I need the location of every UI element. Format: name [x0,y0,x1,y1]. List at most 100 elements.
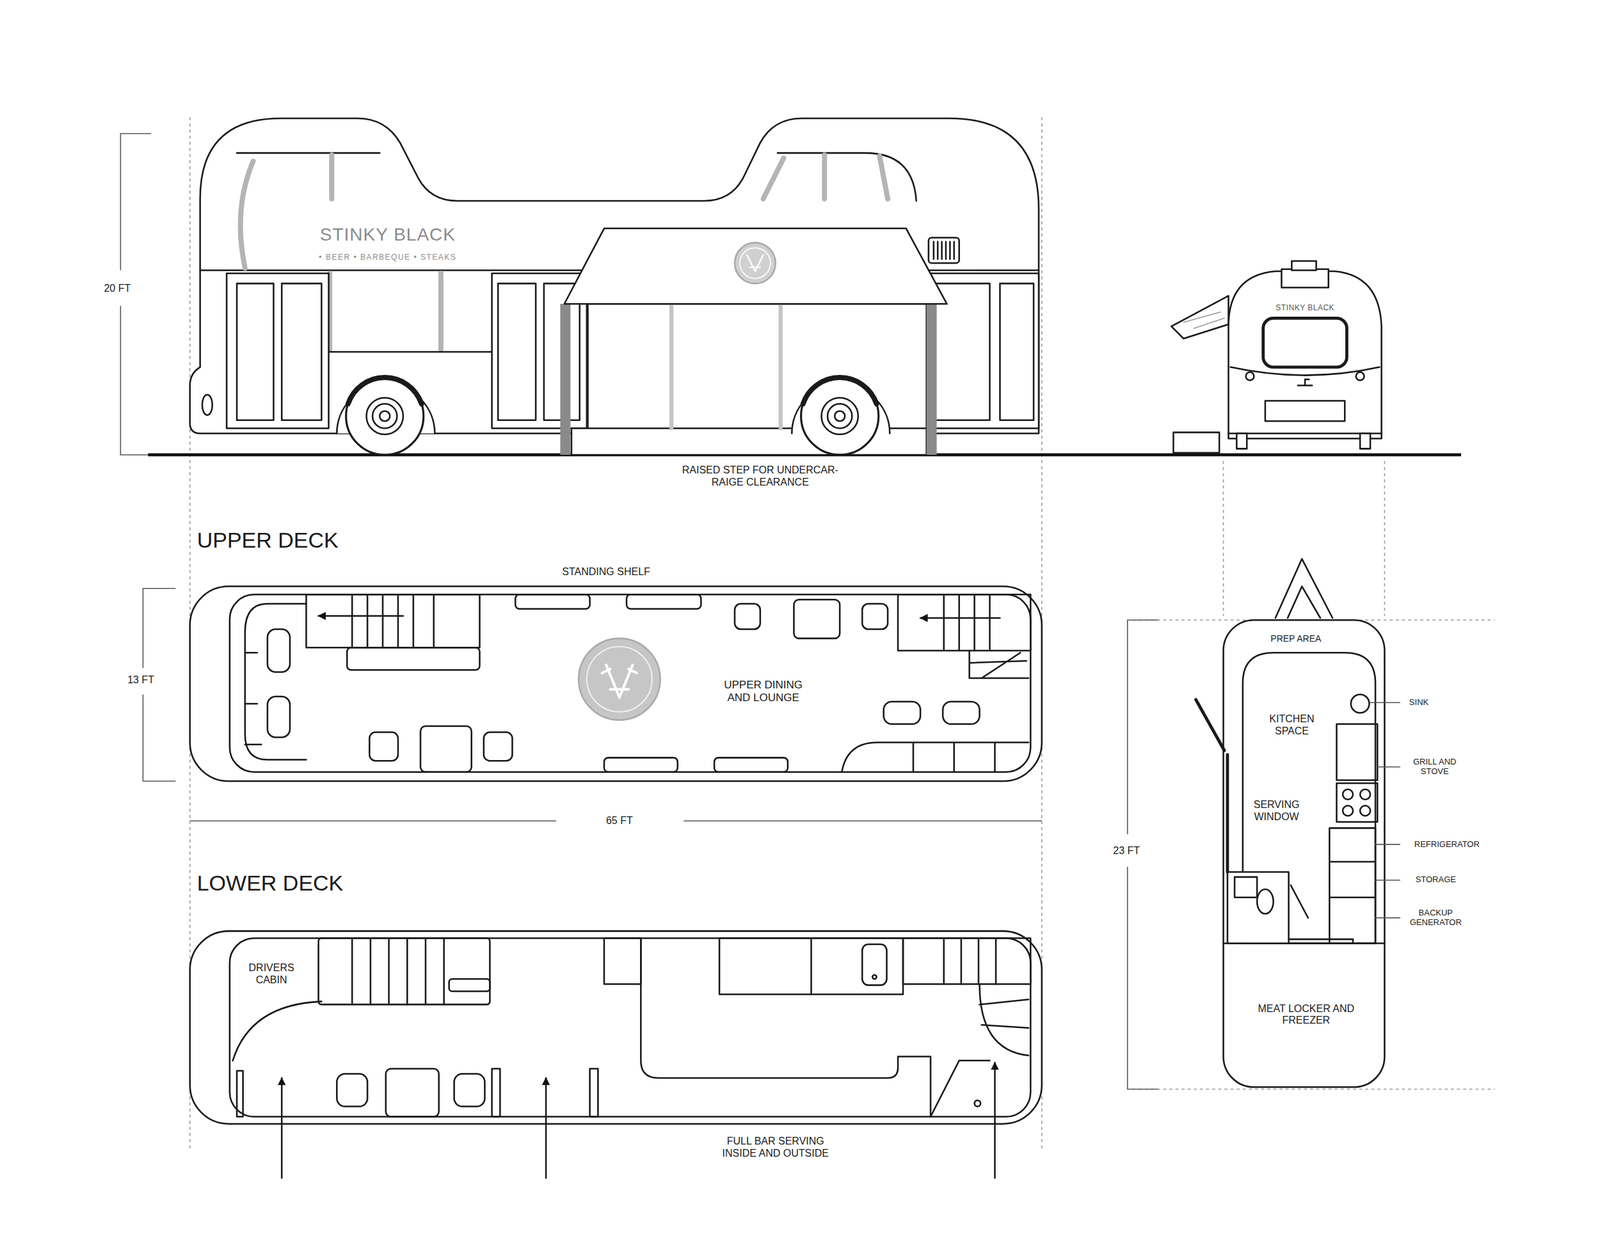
upper-deck-plan-part [969,650,1029,679]
area-label: STANDING SHELF [561,566,651,578]
note: FULL BAR SERVING INSIDE AND OUTSIDE [721,1136,831,1160]
bus-side-view-part [739,247,771,279]
trailer-floor-plan-part [1290,885,1309,919]
trailer-front-view-part [1246,372,1255,381]
bus-side-view-part [190,118,1039,434]
bus-tagline: • BEER • BARBEQUE • STEAKS [318,253,457,263]
bus-side-view-part-part [438,273,444,351]
bus-side-view-part [803,377,877,404]
guide-lines-part [1384,461,1386,617]
lower-deck-plan-part [454,1074,486,1108]
trailer-floor-plan-part-part [1375,917,1400,920]
upper-deck-plan-part [267,696,290,738]
callout-label: SINK [1409,698,1429,708]
upper-deck-plan-part [190,586,1042,782]
bus-side-view-part [236,283,274,421]
trailer-front-view-part [1281,269,1328,288]
upper-deck-plan-part [604,757,678,772]
bus-side-view-part [372,403,397,429]
trailer-floor-plan-part [1234,877,1257,898]
upper-deck-plan-part [942,702,980,725]
lower-deck-plan-part [190,931,1042,1124]
lower-deck-plan-part [492,1069,501,1118]
trailer-floor-plan-part [1226,755,1230,873]
lower-deck-plan-part [318,938,491,1006]
lower-deck-plan-part [810,938,813,996]
bus-side-view-part [746,255,764,272]
dimension: 23 FT [1112,845,1140,857]
upper-deck-plan-part [626,594,701,609]
trailer-front-view-part [1356,372,1365,381]
trailer-sign: STINKY BLACK [1275,304,1335,313]
lower-deck-plan-part [236,1071,244,1118]
lower-deck-plan-part [604,938,641,985]
area-label: SERVING WINDOW [1252,799,1301,824]
lower-deck-plan-part [449,979,491,992]
lower-deck-plan-part [872,975,877,980]
trailer-floor-plan-part [1275,559,1333,619]
upper-deck-plan-part [586,647,653,713]
trailer-front-view-part [1360,433,1371,449]
upper-deck-plan-part [862,604,888,630]
trailer-front-view-part [1265,400,1345,422]
upper-deck-plan-part [920,617,1000,620]
area-label: KITCHEN SPACE [1267,713,1316,738]
bus-side-view-part [777,152,917,201]
guide-lines-part [1132,1089,1496,1091]
lower-deck-plan-part [974,1100,982,1108]
lower-deck-plan-part [232,1001,322,1061]
dimension: 20 FT [103,282,131,295]
dimension-bracket [120,133,1158,1090]
lower-deck-plan-part [944,938,996,985]
upper-deck-plan [190,586,1042,782]
upper-deck-plan-part [352,594,434,648]
lower-deck-plan-part [719,938,904,996]
bus-side-view-part-part [328,154,335,200]
upper-deck-plan-part [483,732,513,762]
upper-deck-plan-part [229,594,1031,772]
bus-side-view-part [560,304,571,456]
callout-label: GRILL AND STOVE [1411,757,1458,777]
guide-lines [190,117,1496,1151]
bus-side-view-part [734,242,776,284]
upper-deck-plan-part [267,629,290,673]
lower-deck-plan [190,931,1042,1179]
trailer-front-view-part [1173,432,1220,454]
bus-side-view-part [821,398,858,435]
bus-side-view-part [999,283,1034,421]
upper-deck-plan-part [245,604,307,761]
upper-deck-plan-part [714,757,788,772]
trailer-front-view-part [1291,261,1316,271]
lower-deck-plan-part [280,1078,283,1179]
guide-lines-part [1223,461,1225,617]
upper-deck-plan-part [369,732,399,762]
trailer-floor-plan-part [1370,702,1400,918]
trailer-floor-plan-part-part [1375,844,1400,846]
trailer-floor-plan-part [1336,783,1378,823]
trailer-floor-plan-part-part [1375,880,1400,882]
upper-deck-plan-part [944,594,991,651]
upper-deck-plan-part [897,594,1031,651]
upper-deck-plan-part [793,599,840,639]
bus-side-view-part [564,228,948,304]
lower-deck-plan-part [385,1069,440,1118]
upper-deck-plan-part [245,652,262,745]
upper-deck-plan-part [734,604,761,630]
bus-side-view-part [671,305,781,429]
trailer-floor-plan-part-part [1377,766,1400,768]
bus-side-view-part [928,237,960,264]
trailer-floor-plan-part [1223,620,1385,1088]
bus-side-view-part [379,410,390,422]
lower-deck-plan-part [930,1061,990,1118]
area-label: UPPER DINING AND LOUNGE [723,679,804,704]
bus-side-view-part [346,377,424,456]
callout-label: STORAGE [1415,875,1456,886]
lower-deck-plan-part [640,938,931,1118]
trailer-front-view-part [1171,295,1229,339]
trailer-floor-plan-part [1287,586,1321,619]
area-label: DRIVERS CABIN [247,962,296,987]
bus-side-view-part [202,394,213,416]
bus-side-view-part [226,273,329,429]
